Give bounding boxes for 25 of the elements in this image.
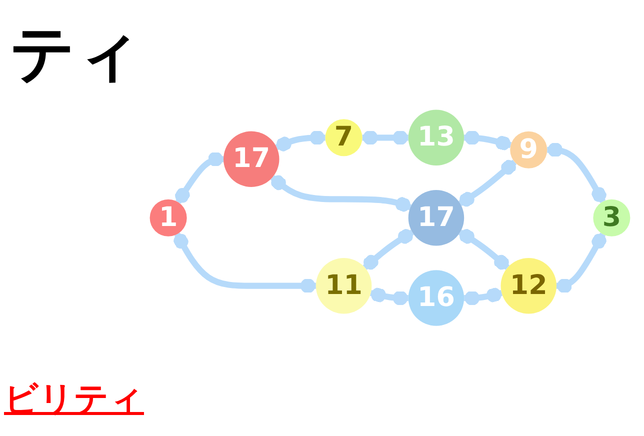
node-circle: 7 (325, 119, 362, 156)
connector (362, 130, 408, 146)
heading-text: ビリティ (4, 378, 144, 421)
node-circle: 16 (408, 270, 464, 326)
node-circle: 11 (316, 258, 372, 314)
node-circle: 13 (408, 110, 464, 166)
connector (370, 288, 408, 306)
connector (175, 152, 224, 204)
node-circle: 12 (500, 258, 556, 314)
node-circle: 17 (408, 190, 464, 246)
connector (275, 130, 326, 152)
node-circle: 1 (150, 199, 187, 237)
connector (556, 232, 606, 294)
heading-text: ティ (10, 16, 142, 93)
node-circle: 9 (510, 132, 548, 169)
connector (458, 229, 510, 270)
connector (270, 175, 412, 212)
node-circle: 17 (224, 131, 280, 188)
connector (464, 130, 512, 151)
connector (458, 160, 517, 207)
connector (464, 288, 502, 306)
connector (362, 229, 414, 270)
node-circle: 3 (593, 199, 630, 237)
connector (174, 232, 316, 294)
connector (547, 142, 606, 204)
